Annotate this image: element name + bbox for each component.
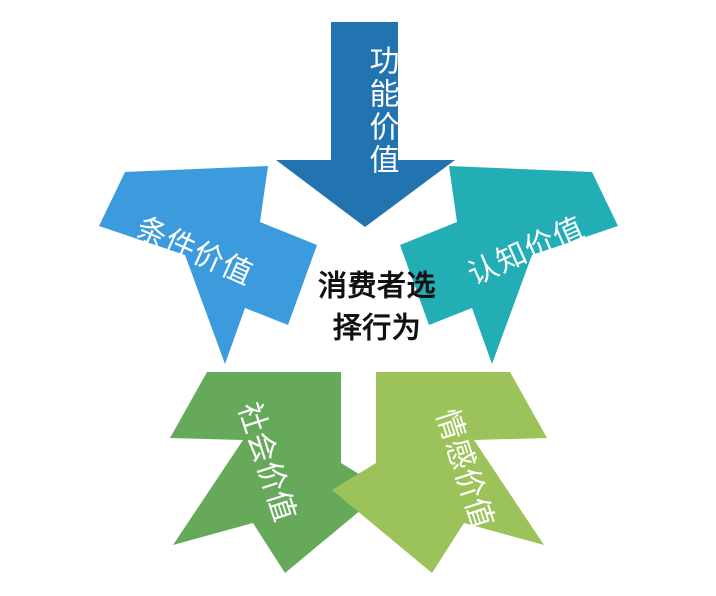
- center-label-line-2: 择行为: [333, 312, 422, 345]
- arrow-emotional-value-shape[interactable]: [332, 372, 547, 573]
- arrow-emotional-value[interactable]: 情感价值: [332, 372, 547, 573]
- arrow-social-value-shape[interactable]: [170, 372, 385, 573]
- center-label-line-1: 消费者选: [318, 270, 436, 303]
- arrow-epistemic-value[interactable]: 认知价值: [400, 166, 618, 364]
- arrow-social-value[interactable]: 社会价值: [170, 372, 385, 573]
- arrow-epistemic-value-shape[interactable]: [400, 166, 618, 364]
- arrow-functional-value-label: 功能价值: [365, 45, 400, 177]
- arrow-functional-value[interactable]: 功能价值: [276, 22, 455, 227]
- arrow-conditional-value-shape[interactable]: [99, 166, 317, 364]
- center-label-group: 消费者选 择行为: [318, 270, 436, 345]
- arrow-functional-value-shape[interactable]: [276, 22, 455, 227]
- arrow-conditional-value[interactable]: 条件价值: [99, 166, 317, 364]
